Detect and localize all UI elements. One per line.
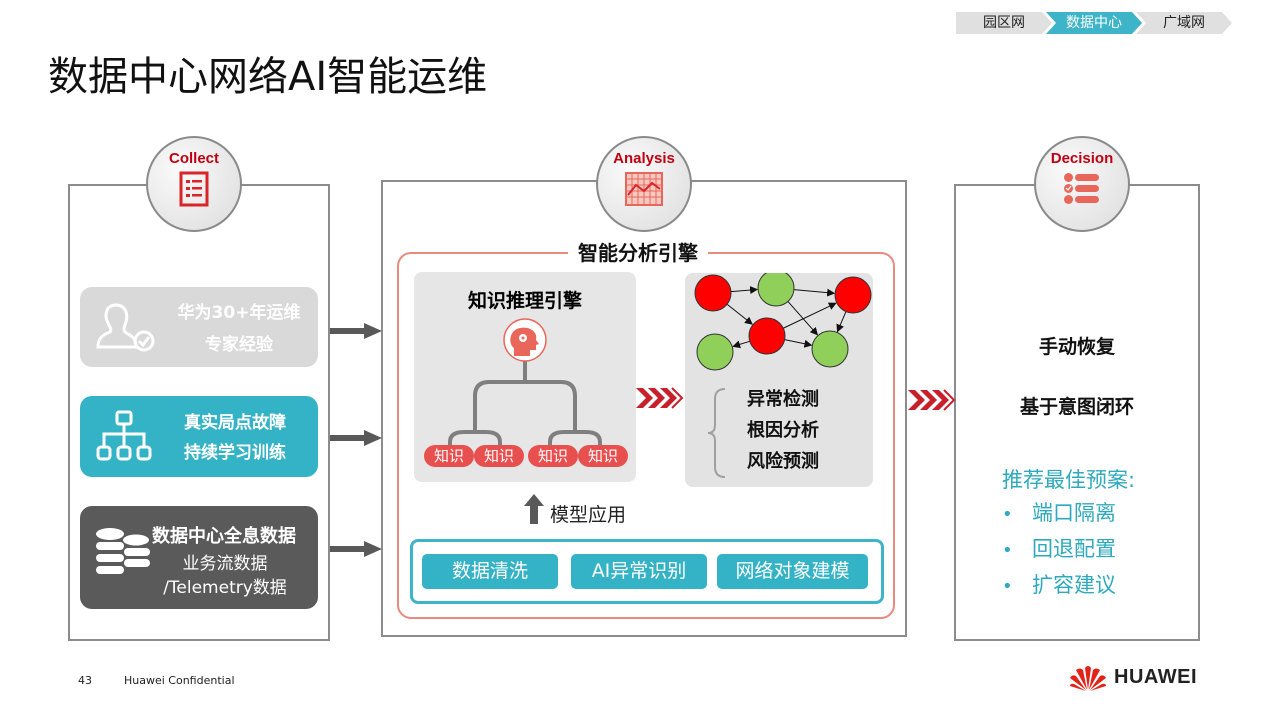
- breadcrumb-item-campus[interactable]: 园区网: [956, 12, 1052, 34]
- ai-anomaly-step: AI异常识别: [571, 554, 707, 589]
- list-item: • 扩容建议: [1002, 568, 1135, 604]
- model-application-label: 模型应用: [550, 504, 627, 526]
- knowledge-tree: [448, 318, 602, 448]
- decision-badge-label: Decision: [1050, 150, 1114, 167]
- graph-edge: [784, 339, 813, 348]
- breadcrumb: 园区网 数据中心 广域网: [956, 12, 1226, 34]
- knowledge-chip: 知识: [578, 445, 628, 467]
- graph-analysis-box: [685, 273, 873, 487]
- card-line: 持续学习训练: [184, 443, 286, 463]
- breadcrumb-item-datacenter[interactable]: 数据中心: [1046, 12, 1142, 34]
- arrow-right-icon: [330, 430, 382, 446]
- analysis-functions: 异常检测 根因分析 风险预测: [747, 384, 819, 477]
- manual-recovery: 手动恢复: [1038, 336, 1115, 358]
- data-pipeline-frame: [410, 539, 884, 604]
- bullet: •: [1002, 576, 1013, 597]
- fault-learning-text: 真实局点故障 持续学习训练: [160, 408, 310, 468]
- analysis-badge: Analysis: [596, 136, 692, 232]
- graph-node-green: [696, 333, 734, 371]
- brain-gear-icon: [503, 318, 547, 362]
- chevrons-right-icon: [908, 389, 956, 411]
- data-cleaning-step: 数据清洗: [422, 554, 558, 589]
- checklist-icon: [1064, 173, 1099, 204]
- recommendation-list: 推荐最佳预案: • 端口隔离 • 回退配置 • 扩容建议: [1002, 464, 1135, 604]
- recommendation-item: 扩容建议: [1032, 573, 1116, 597]
- list-item: • 端口隔离: [1002, 496, 1135, 532]
- recommendation-heading: 推荐最佳预案:: [1002, 468, 1136, 492]
- card-line: 真实局点故障: [184, 413, 286, 433]
- graph-node-red: [748, 317, 786, 355]
- engine-title: 智能分析引擎: [568, 237, 708, 266]
- confidential-label: Huawei Confidential: [124, 674, 235, 687]
- knowledge-chip: 知识: [474, 445, 524, 467]
- hierarchy-tree-icon: [96, 410, 152, 461]
- card-line: /Telemetry数据: [163, 578, 287, 598]
- collect-badge-label: Collect: [168, 150, 219, 167]
- decision-badge: Decision: [1034, 136, 1130, 232]
- knowledge-engine-title: 知识推理引擎: [467, 290, 582, 312]
- graph-edge: [730, 286, 759, 295]
- decision-panel: [954, 184, 1200, 641]
- huawei-wordmark: HUAWEI: [1114, 665, 1197, 688]
- function-root-cause: 根因分析: [747, 420, 819, 441]
- huawei-flower-icon: [1070, 666, 1106, 691]
- list-document-icon: [179, 171, 209, 207]
- fault-propagation-graph: [694, 273, 872, 371]
- collect-badge: Collect: [146, 136, 242, 232]
- holographic-data-text: 业务流数据 /Telemetry数据: [150, 552, 300, 600]
- list-item: • 回退配置: [1002, 532, 1135, 568]
- fault-learning-card: 真实局点故障 持续学习训练: [80, 396, 318, 477]
- knowledge-chip: 知识: [424, 445, 474, 467]
- expert-experience-card: 华为30+年运维 专家经验: [80, 287, 318, 367]
- graph-node-red: [834, 276, 872, 314]
- intent-closed-loop: 基于意图闭环: [1019, 396, 1134, 418]
- function-anomaly-detection: 异常检测: [747, 389, 819, 410]
- holographic-data-title: 数据中心全息数据: [152, 526, 296, 547]
- graph-node-green: [811, 330, 849, 368]
- network-modeling-step: 网络对象建模: [717, 554, 868, 589]
- card-line: 业务流数据: [182, 554, 268, 574]
- bullet: •: [1002, 540, 1013, 561]
- page-number: 43: [78, 674, 92, 687]
- arrow-right-icon: [330, 541, 382, 557]
- graph-edge: [836, 311, 847, 333]
- holographic-data-card: 数据中心全息数据 业务流数据 /Telemetry数据: [80, 506, 318, 609]
- recommendation-item: 端口隔离: [1032, 501, 1116, 525]
- huawei-logo: HUAWEI: [1068, 662, 1197, 692]
- expert-user-check-icon: [96, 303, 155, 352]
- graph-node-red: [694, 274, 732, 312]
- arrow-up-icon: [524, 494, 544, 524]
- graph-edge: [787, 301, 819, 336]
- graph-edge: [726, 303, 753, 325]
- function-risk-prediction: 风险预测: [747, 451, 819, 472]
- expert-experience-text: 华为30+年运维 专家经验: [164, 297, 314, 361]
- breadcrumb-item-wan[interactable]: 广域网: [1136, 12, 1232, 34]
- card-line: 华为30+年运维: [177, 303, 301, 323]
- analysis-badge-label: Analysis: [613, 150, 675, 167]
- chart-grid-icon: [625, 172, 663, 206]
- page-title: 数据中心网络AI智能运维: [48, 54, 488, 100]
- recommendation-item: 回退配置: [1032, 537, 1116, 561]
- graph-node-green: [757, 273, 795, 307]
- graph-edge: [783, 302, 837, 329]
- graph-edge: [793, 288, 836, 297]
- chevrons-right-icon: [636, 387, 684, 409]
- card-line: 专家经验: [205, 335, 273, 355]
- knowledge-chip: 知识: [528, 445, 578, 467]
- bullet: •: [1002, 504, 1013, 525]
- arrow-right-icon: [330, 323, 382, 339]
- brace-icon: [707, 388, 726, 478]
- database-icon: [96, 528, 150, 574]
- graph-edge: [732, 340, 750, 349]
